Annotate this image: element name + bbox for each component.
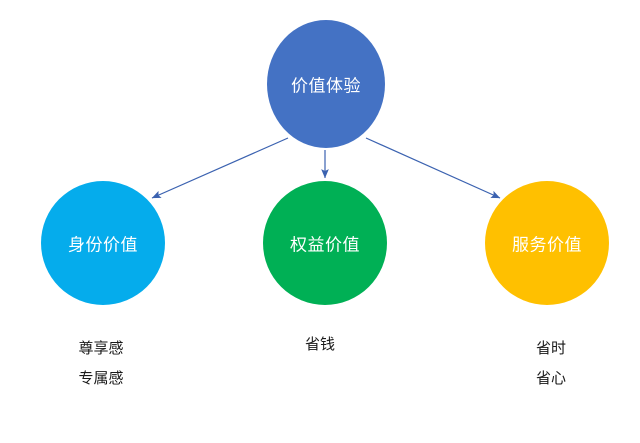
caption-service: 省时 省心 <box>536 334 566 394</box>
caption-line: 专属感 <box>78 370 124 387</box>
node-shape-root[interactable] <box>267 20 385 148</box>
node-shape-group <box>41 20 609 305</box>
node-shape-service[interactable] <box>485 181 609 305</box>
caption-line: 尊享感 <box>78 340 124 357</box>
node-shape-benefit[interactable] <box>263 181 387 305</box>
caption-line: 省心 <box>535 370 567 387</box>
edge-root-to-identity <box>151 137 289 199</box>
caption-line: 省时 <box>535 340 567 357</box>
node-shape-identity[interactable] <box>41 181 165 305</box>
edge-group <box>151 137 501 199</box>
caption-benefit: 省钱 <box>305 330 335 360</box>
caption-line: 省钱 <box>304 336 336 353</box>
edge-root-to-service <box>365 137 501 199</box>
caption-identity: 尊享感 专属感 <box>78 334 123 394</box>
